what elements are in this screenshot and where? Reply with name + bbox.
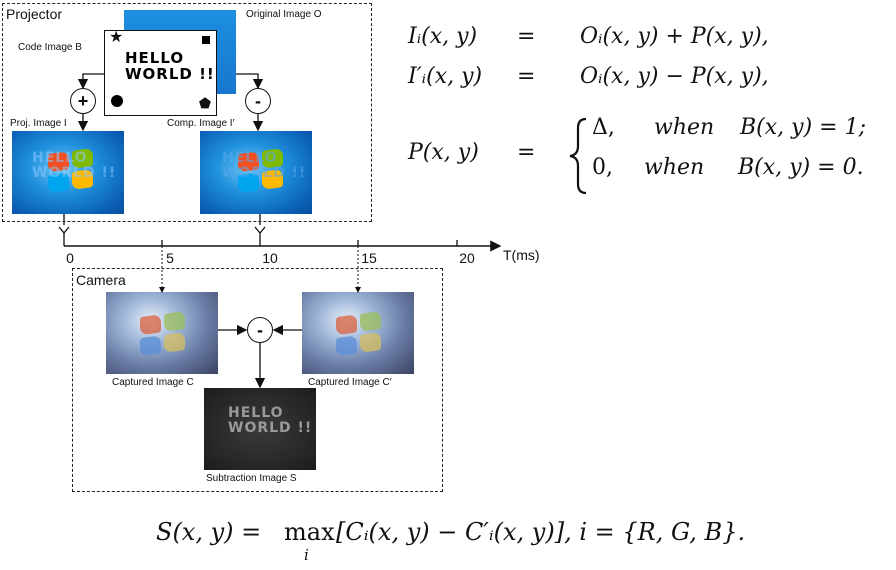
- square-icon: [202, 36, 210, 44]
- case1-condition: B(x, y) = 1;: [740, 115, 866, 140]
- bottom-eq-rhs: [Cᵢ(x, y) − C′ᵢ(x, y)], i = {R, G, B}.: [336, 518, 746, 546]
- original-to-minus-arrow: [236, 73, 264, 90]
- eq-row2-rhs: Oᵢ(x, y) − P(x, y),: [580, 64, 769, 89]
- code-image: HELLO WORLD !! ★ ⬟: [104, 30, 217, 116]
- camera-box: [72, 268, 443, 492]
- proj-image: HELLO WORLD !!: [12, 131, 124, 214]
- code-to-plus-arrow: [77, 73, 104, 90]
- case2-when: when: [644, 155, 705, 180]
- captured-prime-image: [302, 292, 414, 374]
- eq-row1-lhs: Iᵢ(x, y): [408, 24, 478, 49]
- tick-20: 20: [459, 250, 475, 266]
- bottom-eq-max: max: [284, 518, 335, 546]
- eq-row2-eq: =: [517, 64, 536, 89]
- original-image-label: Original Image O: [246, 9, 322, 20]
- proj-image-label: Proj. Image I: [10, 118, 67, 129]
- case2-condition: B(x, y) = 0.: [738, 155, 864, 180]
- captured-prime-image-label: Captured Image C′: [308, 377, 392, 388]
- sub-text-line1: HELLO: [228, 405, 284, 421]
- comp-ghost-text: HELLO WORLD !!: [222, 151, 306, 180]
- sub-text-line2: WORLD !!: [228, 419, 313, 436]
- eq-row2-lhs: I′ᵢ(x, y): [408, 64, 483, 89]
- code-text-line2: WORLD !!: [125, 64, 215, 83]
- tick-5: 5: [166, 250, 174, 266]
- case1-value: Δ,: [592, 115, 615, 140]
- case2-value: 0,: [592, 155, 613, 180]
- comp-y-connector: [254, 226, 266, 246]
- code-image-label: Code Image B: [18, 42, 82, 53]
- bottom-eq-lhs: S(x, y) =: [156, 518, 262, 546]
- subtraction-image-label: Subtraction Image S: [206, 473, 297, 484]
- pentagon-icon: ⬟: [198, 95, 211, 111]
- eq-row3-lhs: P(x, y): [408, 140, 479, 165]
- comp-ghost-line2: WORLD !!: [222, 164, 307, 181]
- code-text-line1: HELLO: [125, 49, 185, 67]
- camera-title: Camera: [76, 272, 126, 288]
- bottom-eq-max-subscript: i: [304, 546, 309, 564]
- captured-image: [106, 292, 218, 374]
- tick-0: 0: [66, 250, 74, 266]
- circle-icon: [111, 95, 123, 107]
- proj-ghost-text: HELLO WORLD !!: [32, 151, 116, 180]
- case1-when: when: [654, 115, 715, 140]
- minus-operator-icon: -: [245, 88, 271, 114]
- proj-ghost-line2: WORLD !!: [32, 164, 117, 181]
- projector-box: [2, 3, 372, 222]
- comp-image: HELLO WORLD !!: [200, 131, 312, 214]
- comp-ghost-line1: HELLO: [222, 150, 278, 166]
- proj-ghost-line1: HELLO: [32, 150, 88, 166]
- comp-image-label: Comp. Image I′: [167, 118, 235, 129]
- subtraction-text: HELLO WORLD !!: [228, 406, 312, 435]
- eq-row3-eq: =: [517, 140, 536, 165]
- tick-10: 10: [262, 250, 278, 266]
- proj-y-connector: [58, 226, 70, 246]
- cases-brace: [569, 117, 587, 195]
- camera-minus-operator-icon: -: [247, 317, 273, 343]
- eq-row1-rhs: Oᵢ(x, y) + P(x, y),: [580, 24, 769, 49]
- code-image-text: HELLO WORLD !!: [125, 49, 215, 83]
- projector-title: Projector: [6, 6, 63, 22]
- time-axis-label: T(ms): [503, 247, 540, 263]
- star-icon: ★: [109, 29, 124, 46]
- subtraction-image: HELLO WORLD !!: [204, 388, 316, 470]
- captured-image-label: Captured Image C: [112, 377, 194, 388]
- tick-15: 15: [361, 250, 377, 266]
- eq-row1-eq: =: [517, 24, 536, 49]
